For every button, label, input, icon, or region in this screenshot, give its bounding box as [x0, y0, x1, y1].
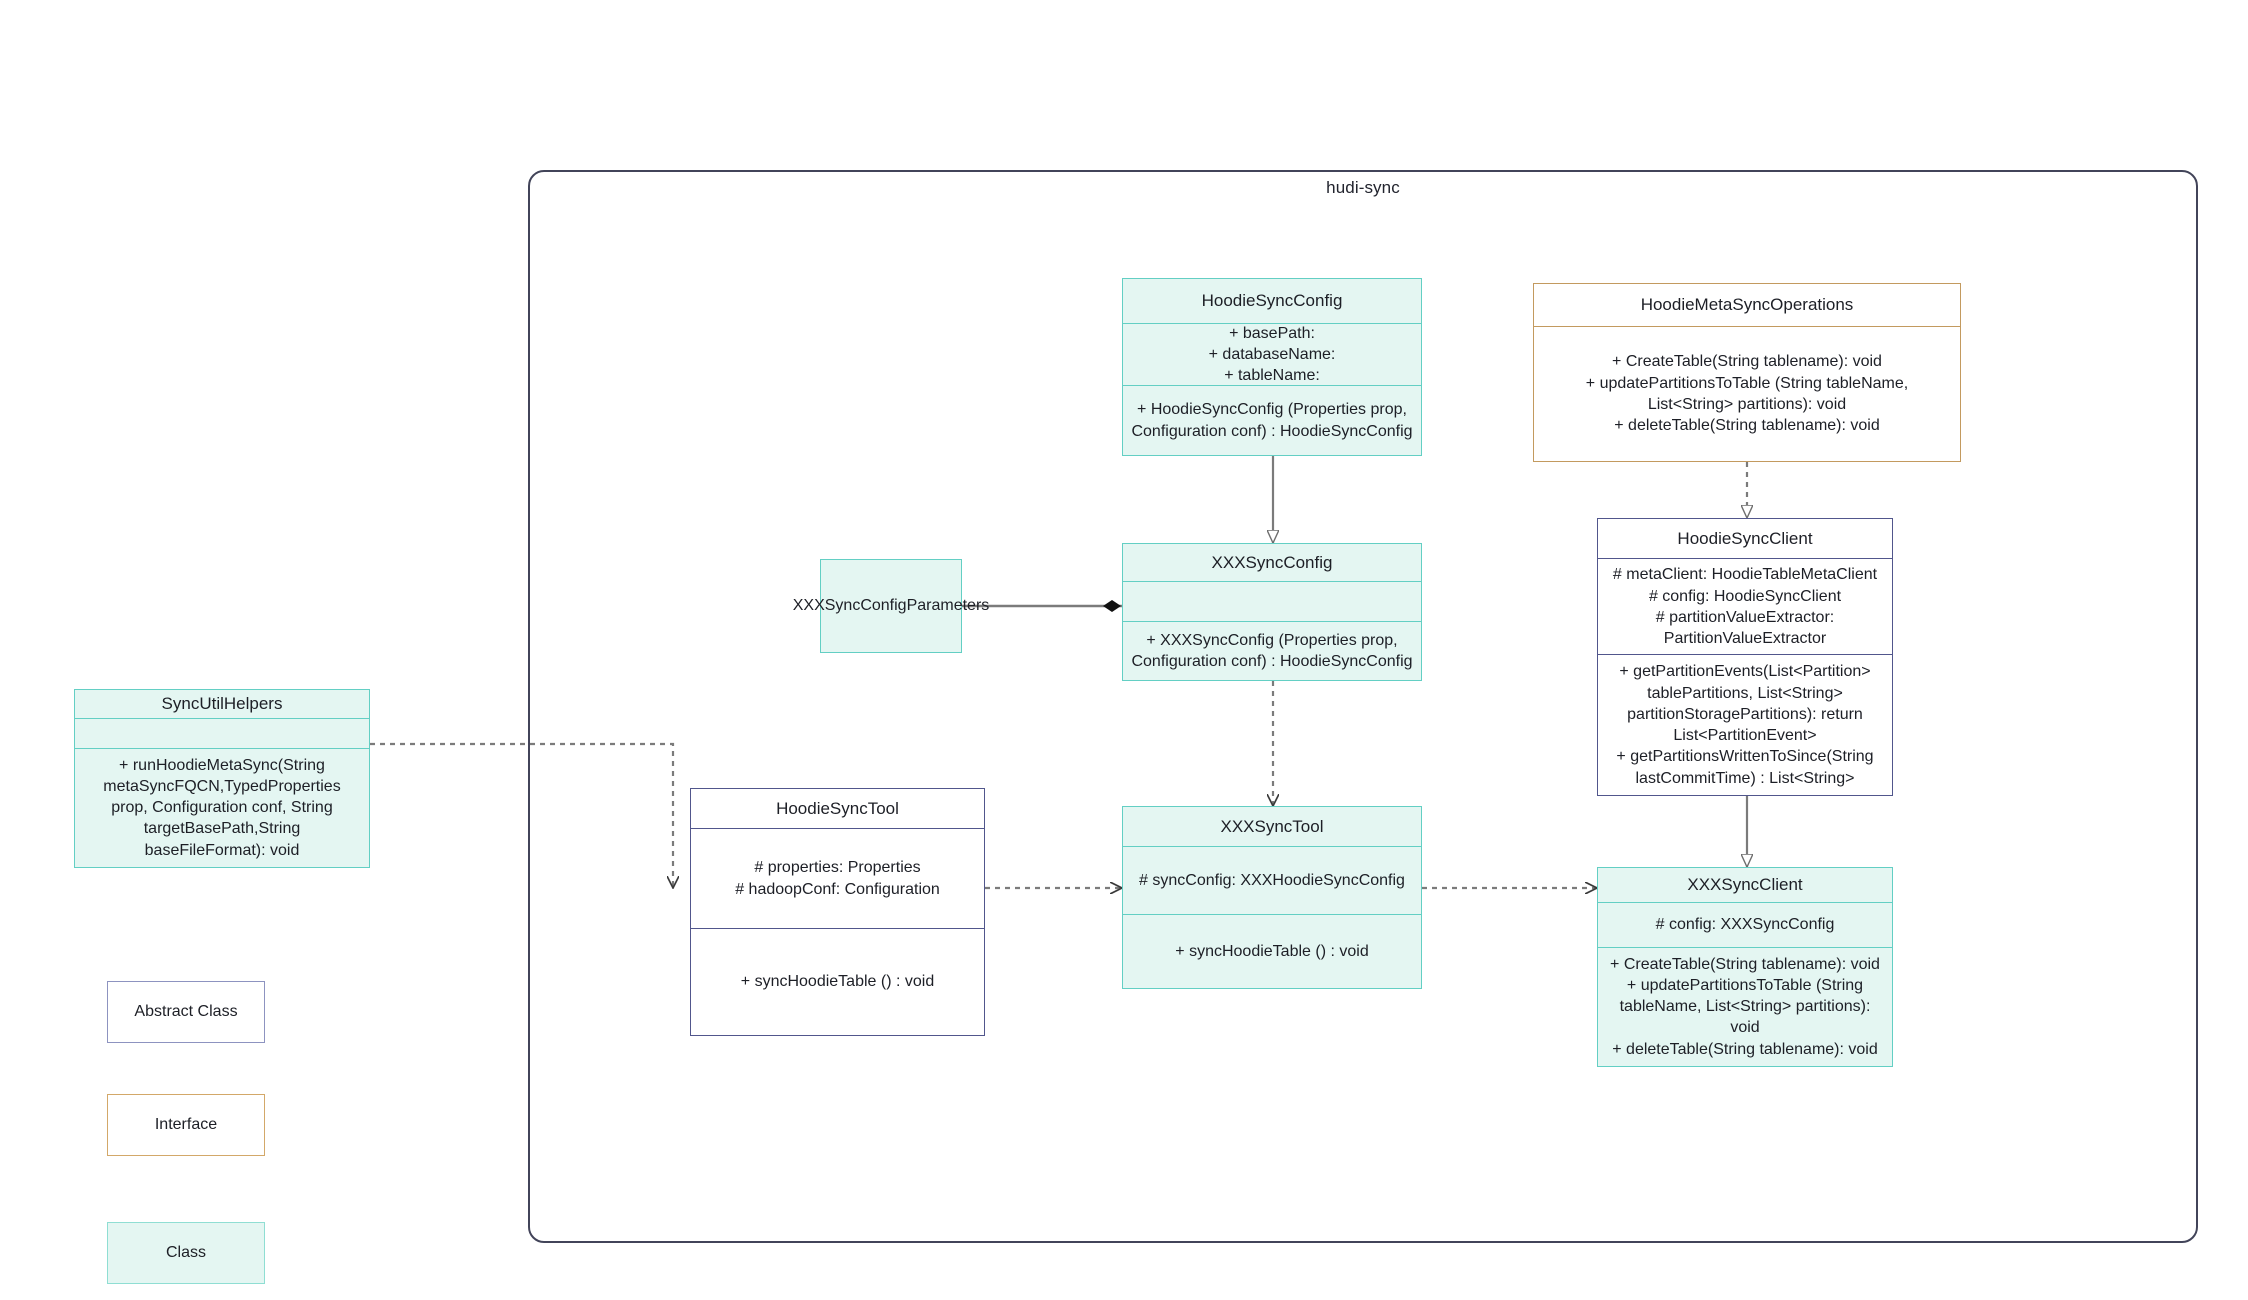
interface-box-hoodie-meta-sync-operations[interactable]: HoodieMetaSyncOperations + CreateTable(S…	[1533, 283, 1961, 462]
method-row: + runHoodieMetaSync(String metaSyncFQCN,…	[103, 756, 341, 859]
class-attributes-xxx-sync-tool: # syncConfig: XXXHoodieSyncConfig	[1123, 847, 1421, 915]
class-box-xxx-sync-client[interactable]: XXXSyncClient # config: XXXSyncConfig + …	[1597, 867, 1893, 1067]
class-attributes-xxx-sync-client: # config: XXXSyncConfig	[1598, 903, 1892, 948]
attribute-row: + databaseName:	[1208, 345, 1336, 363]
attribute-row: # metaClient: HoodieTableMetaClient	[1612, 566, 1878, 584]
attribute-row: + tableName:	[1224, 367, 1320, 385]
legend-interface: Interface	[107, 1094, 265, 1156]
class-attributes-xxx-sync-config	[1123, 582, 1421, 622]
package-hudi-sync	[528, 170, 2198, 1243]
interface-title-hoodie-meta-sync-operations: HoodieMetaSyncOperations	[1534, 284, 1960, 327]
class-methods-hoodie-sync-tool: + syncHoodieTable () : void	[691, 929, 984, 1035]
class-box-hoodie-sync-client[interactable]: HoodieSyncClient # metaClient: HoodieTab…	[1597, 518, 1893, 796]
class-attributes-hoodie-sync-tool: # properties: Properties # hadoopConf: C…	[691, 829, 984, 929]
class-methods-xxx-sync-client: + CreateTable(String tablename): void + …	[1598, 948, 1892, 1066]
class-methods-xxx-sync-tool: + syncHoodieTable () : void	[1123, 915, 1421, 988]
class-box-xxx-sync-config-parameters[interactable]: XXXSyncConfigParameters	[792, 559, 990, 653]
class-title-xxx-sync-client: XXXSyncClient	[1598, 868, 1892, 903]
class-box-sync-util-helpers[interactable]: SyncUtilHelpers + runHoodieMetaSync(Stri…	[74, 689, 370, 868]
class-attributes-hoodie-sync-client: # metaClient: HoodieTableMetaClient # co…	[1598, 559, 1892, 656]
class-title-xxx-sync-tool: XXXSyncTool	[1123, 807, 1421, 847]
class-title-hoodie-sync-tool: HoodieSyncTool	[691, 789, 984, 829]
method-row: + getPartitionEvents(List<Partition> tab…	[1619, 663, 1871, 745]
method-row: + deleteTable(String tablename): void	[1614, 417, 1880, 435]
method-row: + HoodieSyncConfig (Properties prop, Con…	[1131, 401, 1413, 440]
class-attributes-sync-util-helpers	[75, 719, 369, 749]
class-methods-xxx-sync-config: + XXXSyncConfig (Properties prop, Config…	[1123, 622, 1421, 680]
class-title-sync-util-helpers: SyncUtilHelpers	[75, 690, 369, 719]
class-methods-hoodie-sync-config: + HoodieSyncConfig (Properties prop, Con…	[1123, 386, 1421, 455]
legend-abstract-class: Abstract Class	[107, 981, 265, 1043]
class-box-xxx-sync-tool[interactable]: XXXSyncTool # syncConfig: XXXHoodieSyncC…	[1122, 806, 1422, 989]
attribute-row: + basePath:	[1229, 324, 1315, 342]
attribute-row: # syncConfig: XXXHoodieSyncConfig	[1139, 871, 1405, 889]
method-row: + CreateTable(String tablename): void	[1610, 955, 1880, 973]
class-title-xxx-sync-config: XXXSyncConfig	[1123, 544, 1421, 582]
class-methods-sync-util-helpers: + runHoodieMetaSync(String metaSyncFQCN,…	[75, 749, 369, 867]
class-box-hoodie-sync-tool[interactable]: HoodieSyncTool # properties: Properties …	[690, 788, 985, 1036]
class-methods-hoodie-sync-client: + getPartitionEvents(List<Partition> tab…	[1598, 655, 1892, 795]
method-row: + updatePartitionsToTable (String tableN…	[1619, 976, 1871, 1037]
method-row: + syncHoodieTable () : void	[740, 973, 935, 991]
class-title-hoodie-sync-client: HoodieSyncClient	[1598, 519, 1892, 560]
class-box-hoodie-sync-config[interactable]: HoodieSyncConfig + basePath: + databaseN…	[1122, 278, 1422, 456]
class-title-xxx-sync-config-parameters: XXXSyncConfigParameters	[792, 597, 990, 615]
attribute-row: # hadoopConf: Configuration	[735, 880, 940, 898]
package-title: hudi-sync	[1326, 178, 1400, 197]
method-row: + CreateTable(String tablename): void	[1612, 353, 1882, 371]
method-row: + getPartitionsWrittenToSince(String las…	[1616, 748, 1874, 787]
attribute-row: # config: HoodieSyncClient	[1648, 587, 1842, 605]
method-row: + updatePartitionsToTable (String tableN…	[1585, 374, 1909, 413]
method-row: + deleteTable(String tablename): void	[1612, 1040, 1878, 1058]
interface-methods-hoodie-meta-sync-operations: + CreateTable(String tablename): void + …	[1534, 327, 1960, 461]
attribute-row: # config: XXXSyncConfig	[1655, 915, 1835, 933]
legend-class-label: Class	[165, 1244, 206, 1261]
legend-abstract-class-label: Abstract Class	[134, 1003, 238, 1020]
method-row: + syncHoodieTable () : void	[1175, 942, 1369, 960]
class-title-hoodie-sync-config: HoodieSyncConfig	[1123, 279, 1421, 324]
attribute-row: # properties: Properties	[754, 859, 921, 877]
attribute-row: # partitionValueExtractor: PartitionValu…	[1655, 608, 1835, 648]
class-attributes-hoodie-sync-config: + basePath: + databaseName: + tableName:	[1123, 324, 1421, 386]
method-row: + XXXSyncConfig (Properties prop, Config…	[1131, 631, 1413, 670]
class-box-xxx-sync-config[interactable]: XXXSyncConfig + XXXSyncConfig (Propertie…	[1122, 543, 1422, 681]
legend-class: Class	[107, 1222, 265, 1284]
legend-interface-label: Interface	[154, 1116, 218, 1133]
